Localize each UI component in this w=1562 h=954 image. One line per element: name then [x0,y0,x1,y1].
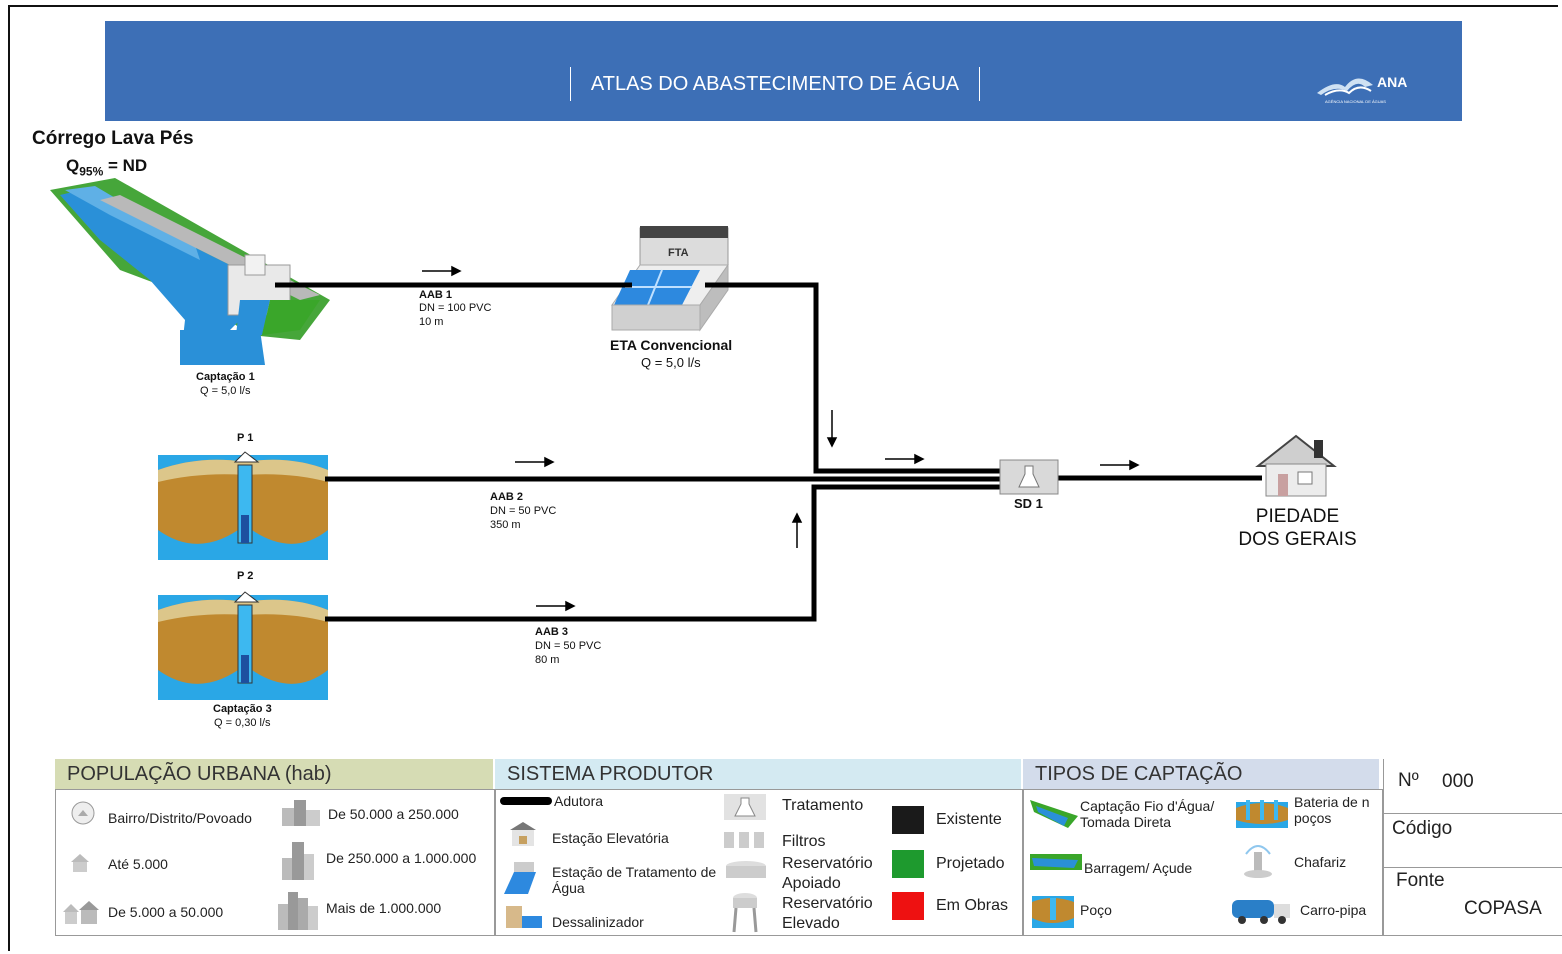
well-p2-illustration [158,591,328,700]
sis-item-reservatorio-elevado: Reservatório Elevado [782,895,873,932]
sis-item-elevatoria: Estação Elevatória [552,830,669,846]
atlas-header: ATLAS DO ABASTECIMENTO DE ÁGUA ANA AGÊNC… [105,21,1462,121]
ana-logo: ANA AGÊNCIA NACIONAL DE ÁGUAS [1315,65,1415,105]
legend-populacao-title: POPULAÇÃO URBANA (hab) [55,759,493,789]
houses-icon [63,901,99,924]
sis-item-dessalinizador: Dessalinizador [552,914,644,930]
captacao1-label: Captação 1 [196,371,255,383]
house-icon [1255,434,1337,497]
city-icon [282,842,314,880]
pump-station-icon [510,822,536,846]
filtros-icon [724,832,764,848]
pop-item-bairro: Bairro/Distrito/Povoado [108,810,252,826]
pipe-eta-to-sd1 [705,282,1000,474]
chafariz-icon [1244,845,1272,878]
bairro-icon [71,801,95,825]
header-title: ATLAS DO ABASTECIMENTO DE ÁGUA [570,67,980,101]
barragem-icon [1030,854,1082,870]
adutora-icon [500,797,552,805]
logo-text: ANA [1377,74,1407,90]
captacao3-flow: Q = 0,30 l/s [214,717,271,729]
aab1-dn: DN = 100 PVC [419,302,492,314]
codigo-label: Código [1392,818,1453,839]
reservatorio-elevado-icon [732,893,758,933]
fio-dagua-icon [1030,800,1078,828]
sd1-label: SD 1 [1014,496,1043,511]
aab3-dn: DN = 50 PVC [535,640,602,652]
captacao3-label: Captação 3 [213,703,272,715]
pop-item-ate-5000: Até 5.000 [108,856,168,872]
tipo-item-carro-pipa: Carro-pipa [1300,902,1367,918]
eta-flow: Q = 5,0 l/s [641,355,701,370]
eta-icon [504,862,536,894]
info-box: Nº 000 Código Fonte COPASA [1383,759,1562,936]
stream-flow: Q95% = ND [66,156,148,179]
aab1-name: AAB 1 [419,289,453,301]
sd1-icon [999,459,1059,495]
status-existente-label: Existente [936,811,1002,828]
sis-item-tratamento: Tratamento [782,797,864,814]
aab2-dn: DN = 50 PVC [490,505,557,517]
aab2-length: 350 m [490,519,521,531]
flow-arrows [422,265,1140,612]
pipe-aab3 [325,484,1000,622]
pop-item-50000-250000: De 50.000 a 250.000 [328,806,459,822]
pop-item-5000-50000: De 5.000 a 50.000 [108,904,224,920]
aab3-length: 80 m [535,654,560,666]
aab3-name: AAB 3 [535,626,569,638]
tipo-item-bateria: Bateria de n poços [1294,794,1370,826]
status-em-obras-swatch [892,892,924,920]
p2-label: P 2 [237,570,254,582]
flow-diagram: FTA [50,178,1337,700]
legend: POPULAÇÃO URBANA (hab) Bairro/Distrito/P… [55,759,1562,936]
eta-badge: FTA [668,247,689,259]
p1-label: P 1 [237,432,254,444]
numero-label: Nº [1398,770,1419,791]
river-intake-illustration [50,178,330,365]
status-em-obras-label: Em Obras [936,897,1009,914]
aab1-length: 10 m [419,316,444,328]
captacao1-flow: Q = 5,0 l/s [200,385,251,397]
dessalinizador-icon [506,906,542,928]
fonte-label: Fonte [1396,870,1445,891]
pop-item-250000-1000000: De 250.000 a 1.000.000 [326,850,477,866]
poco-icon [1032,896,1074,928]
page-frame [8,5,1558,951]
aab2-name: AAB 2 [490,491,524,503]
tipo-item-poco: Poço [1080,902,1112,918]
legend-sistema-title: SISTEMA PRODUTOR [495,759,1021,789]
legend-sistema-box: Adutora Estação Elevatória Estação de Tr… [495,789,1023,936]
legend-tipos-box: Captação Fio d'Água/ Tomada Direta Barra… [1023,789,1383,936]
pop-item-mais-1000000: Mais de 1.000.000 [326,900,442,916]
status-projetado-label: Projetado [936,855,1005,872]
logo-subtitle: AGÊNCIA NACIONAL DE ÁGUAS [1325,99,1386,104]
small-house-icon [71,854,89,872]
pipe-network [275,282,1262,622]
sis-item-eta: Estação de Tratamento de Água [552,864,717,896]
tipo-item-chafariz: Chafariz [1294,854,1347,870]
status-projetado-swatch [892,850,924,878]
legend-populacao-box: Bairro/Distrito/Povoado Até 5.000 De 5.0… [55,789,495,936]
carro-pipa-icon [1232,900,1290,924]
fonte-value: COPASA [1464,898,1542,919]
bateria-pocos-icon [1236,800,1288,828]
numero-value: 000 [1442,771,1474,792]
reservatorio-apoiado-icon [726,861,766,878]
metropolis-icon [278,892,318,930]
tratamento-icon [724,794,766,820]
status-existente-swatch [892,806,924,834]
well-p1-illustration [158,451,328,560]
eta-building-illustration: FTA [611,226,729,332]
sis-item-filtros: Filtros [782,833,826,850]
sis-item-adutora: Adutora [554,793,604,809]
legend-tipos-title: TIPOS DE CAPTAÇÃO [1023,759,1379,789]
small-town-icon [282,800,320,826]
eta-name: ETA Convencional [610,337,733,353]
tipo-item-fio-dagua: Captação Fio d'Água/ Tomada Direta [1080,798,1215,830]
tipo-item-barragem: Barragem/ Açude [1084,860,1193,876]
sis-item-reservatorio-apoiado: Reservatório Apoiado [782,855,873,892]
stream-name: Córrego Lava Pés [32,128,194,149]
